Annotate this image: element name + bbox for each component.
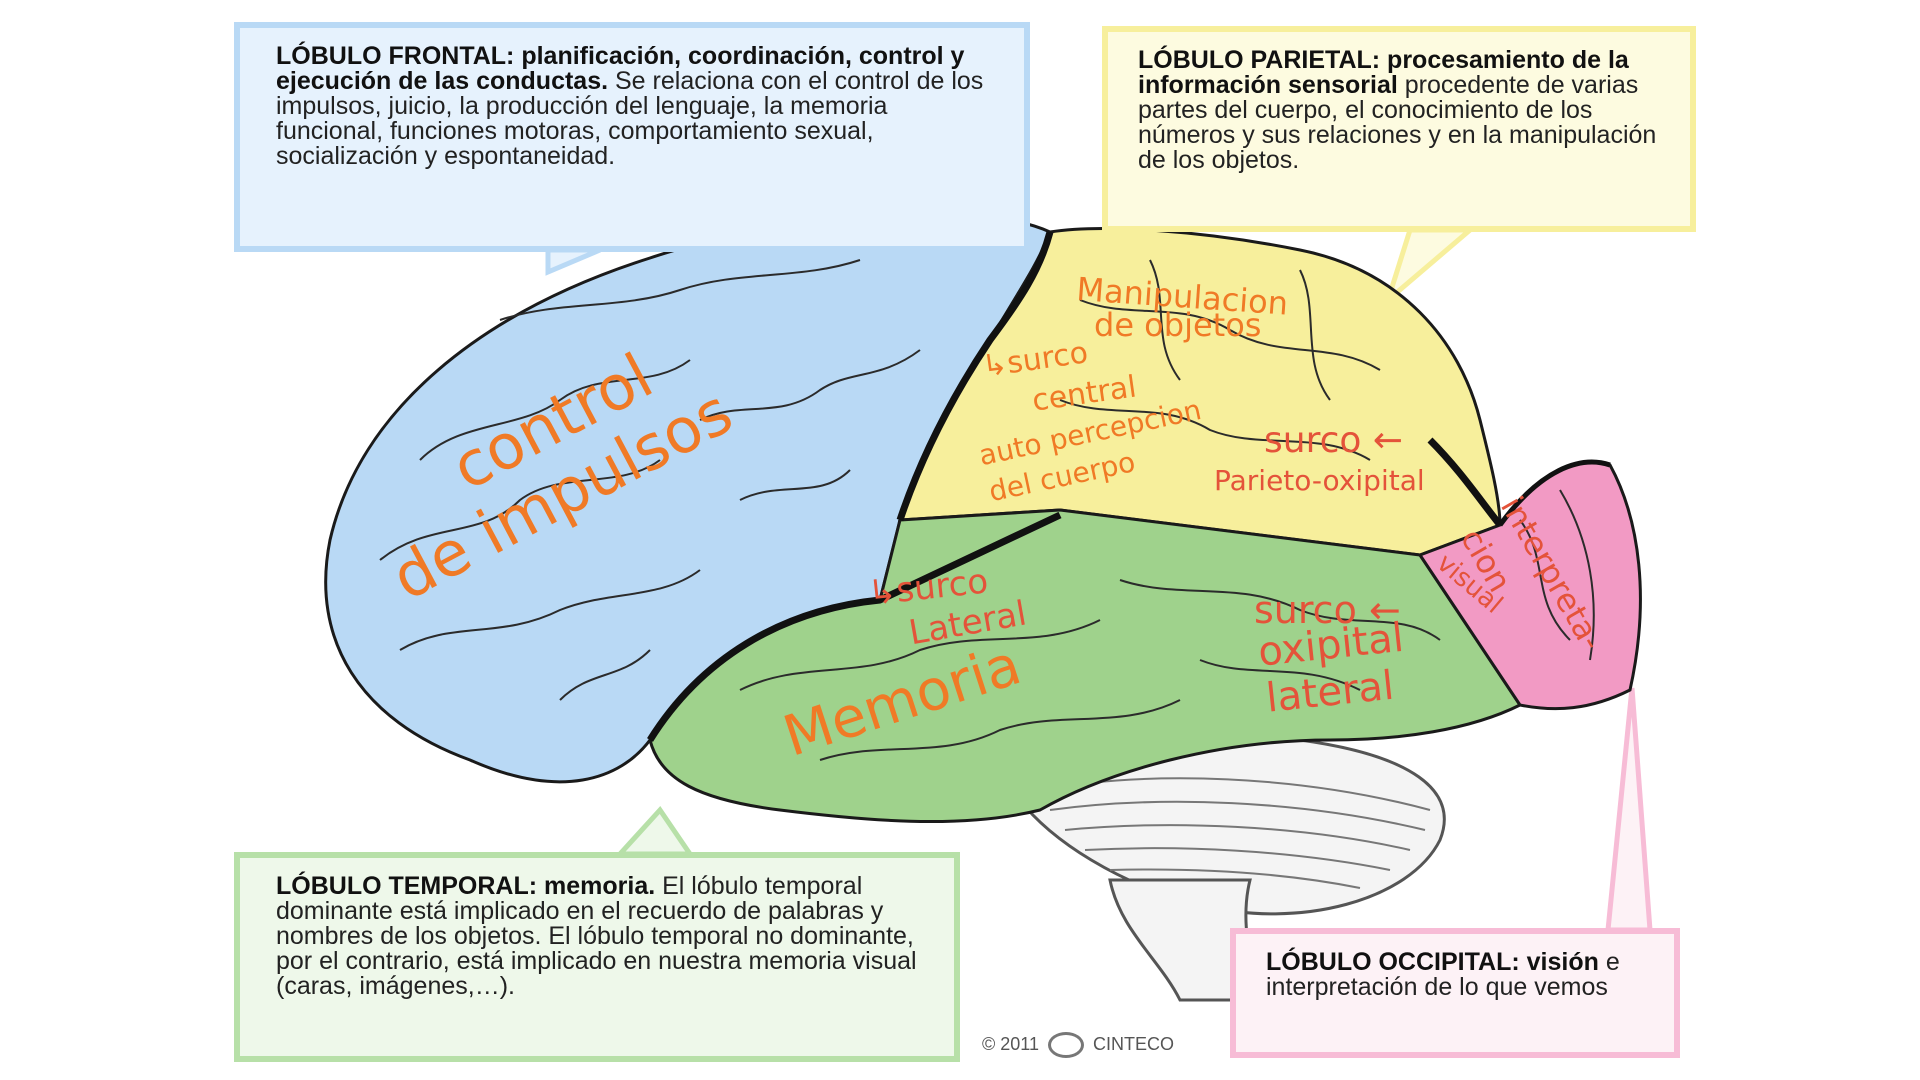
central-sulcus <box>896 231 1054 522</box>
gyri-texture <box>379 259 1595 761</box>
annotation-parieto-oxipital: Parieto-oxipital <box>1214 464 1425 497</box>
parietal-callout-tail <box>1383 227 1477 308</box>
parietal-body: procedente de varias partes del cuerpo, … <box>1138 71 1657 174</box>
occipital-callout-tail <box>1605 687 1653 933</box>
cerebellum-folds <box>1039 777 1431 889</box>
annotation-surco-oxipital: surco ← <box>1254 588 1401 632</box>
occipital-title: LÓBULO OCCIPITAL: visión <box>1266 948 1599 976</box>
parietal-title: LÓBULO PARIETAL: procesamiento de la inf… <box>1138 46 1629 99</box>
temporal-title: LÓBULO TEMPORAL: memoria. <box>276 872 656 900</box>
copyright-brand: CINTECO <box>1093 1033 1175 1054</box>
annotation-surco-parieto: surco ← <box>1264 420 1404 461</box>
lateral-sulcus <box>647 511 1062 742</box>
occipital-border <box>1497 459 1611 527</box>
occipital-body: e interpretación de lo que vemos <box>1266 948 1620 1001</box>
brain-stem <box>1108 878 1262 1002</box>
frontal-lobe-callout: LÓBULO FRONTAL: planificación, coordinac… <box>234 22 1030 252</box>
temporal-body: El lóbulo temporal dominante está implic… <box>276 872 917 1000</box>
parieto-occipital-sulcus <box>1427 437 1503 528</box>
parietal-lobe-callout: LÓBULO PARIETAL: procesamiento de la inf… <box>1102 26 1696 232</box>
cinteco-logo-icon <box>1048 1032 1084 1058</box>
copyright: © 2011 CINTECO <box>982 1032 1174 1058</box>
annotation-de-objetos: de objetos <box>1094 306 1262 344</box>
occipital-lobe-callout: LÓBULO OCCIPITAL: visión e interpretació… <box>1230 928 1680 1058</box>
copyright-year: © 2011 <box>982 1033 1039 1054</box>
temporal-lobe-callout: LÓBULO TEMPORAL: memoria. El lóbulo temp… <box>234 852 960 1062</box>
frontal-callout-tail <box>545 247 601 276</box>
temporal-callout-tail <box>614 805 695 857</box>
frontal-title: LÓBULO FRONTAL: planificación, coordinac… <box>276 42 965 95</box>
frontal-body: Se relaciona con el control de los impul… <box>276 67 984 170</box>
